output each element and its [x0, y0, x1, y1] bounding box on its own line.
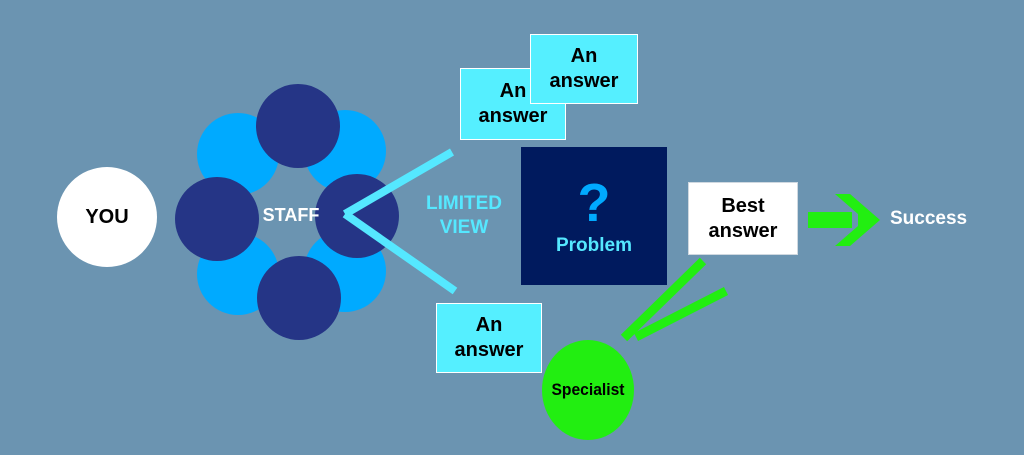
- answer-box-bottom-line-1: An: [475, 314, 503, 336]
- staff-ring-circle-dark-2: [175, 177, 259, 261]
- limited-view-line-lower: [342, 210, 458, 295]
- specialist-line-to-best-answer: [620, 257, 707, 342]
- staff-label: STAFF: [262, 205, 320, 225]
- best-answer-line-1: Best: [721, 194, 765, 217]
- answer-box-top-right-line-2: answer: [549, 70, 619, 92]
- answer-box-top-left: An answer: [460, 68, 566, 140]
- problem-label: Problem: [555, 235, 633, 256]
- answer-box-top-right: An answer: [530, 34, 638, 104]
- specialist-label: Specialist: [551, 380, 625, 399]
- staff-ring-circle-dark-1: [256, 84, 340, 168]
- best-answer-line-2: answer: [708, 219, 778, 242]
- limited-view-line-1: LIMITED: [426, 193, 502, 214]
- you-node: YOU: [57, 167, 157, 267]
- answer-box-bottom: An answer: [436, 303, 542, 373]
- specialist-line-outward: [633, 286, 729, 342]
- answer-box-top-left-line-1: An: [499, 80, 527, 102]
- you-label: YOU: [85, 205, 129, 228]
- answer-box-top-left-line-2: answer: [478, 105, 548, 127]
- limited-view-label: LIMITED VIEW: [408, 192, 520, 240]
- specialist-node: Specialist: [542, 340, 634, 440]
- success-arrow: [808, 194, 880, 246]
- staff-ring-circle-dark-4: [257, 256, 341, 340]
- answer-box-bottom-line-2: answer: [454, 339, 524, 361]
- best-answer-box: Best answer: [688, 182, 798, 255]
- problem-box: ? Problem: [521, 147, 667, 285]
- limited-view-line-upper: [342, 148, 455, 218]
- answer-box-top-right-line-1: An: [570, 45, 598, 67]
- limited-view-line-2: VIEW: [439, 217, 489, 238]
- question-mark-icon: ?: [577, 173, 611, 233]
- success-label: Success: [890, 208, 968, 229]
